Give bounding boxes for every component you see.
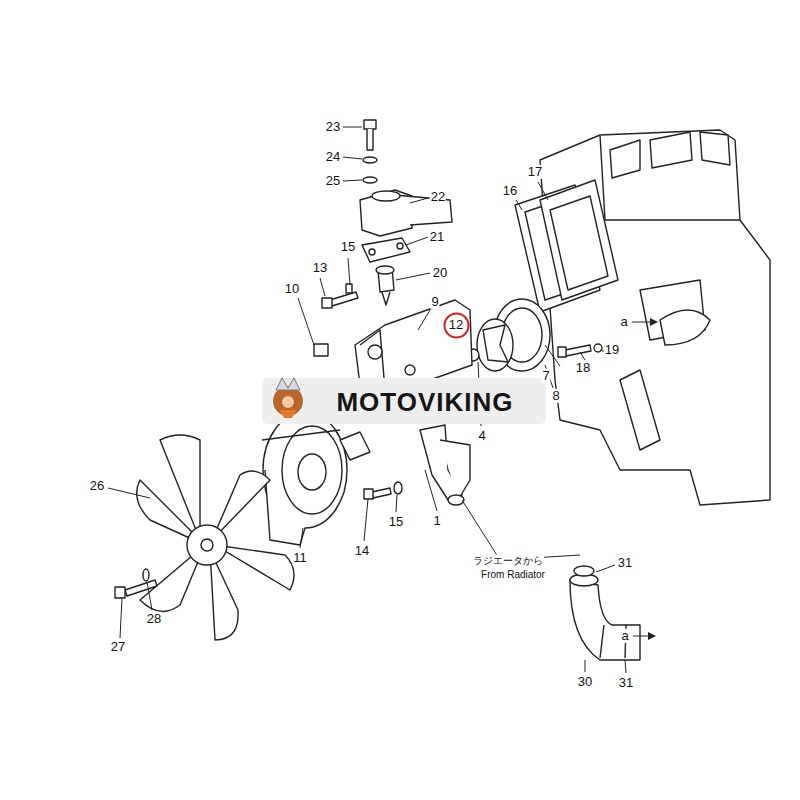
highlight-circle: 12	[443, 312, 470, 339]
flow-note: ラジエータから	[472, 555, 544, 566]
callout-number: 12	[449, 318, 463, 332]
callout-number: 15	[388, 515, 404, 529]
callout-number: 20	[432, 266, 448, 280]
callout-number: 27	[110, 640, 126, 654]
callout-number: 30	[577, 675, 593, 689]
reference-letter: a	[619, 315, 628, 329]
callout-number: 1	[432, 514, 441, 528]
callout-number: 24	[325, 150, 341, 164]
callout-number: 10	[284, 282, 300, 296]
reference-letter: a	[620, 629, 629, 643]
watermark: MOTOVIKING	[335, 388, 514, 417]
callout-number: 13	[312, 261, 328, 275]
callout-number: 28	[146, 612, 162, 626]
callout-number: 8	[551, 389, 560, 403]
callout-number: 15	[340, 240, 356, 254]
callout-number: 31	[618, 676, 634, 690]
callout-number: 25	[325, 174, 341, 188]
callout-number: 21	[429, 230, 445, 244]
callout-number: 16	[502, 184, 518, 198]
flow-note: From Radiator	[480, 569, 546, 580]
callout-number: 31	[617, 556, 633, 570]
callout-number: 11	[292, 551, 308, 565]
callout-number: 4	[477, 429, 486, 443]
callout-number: 22	[430, 190, 446, 204]
callout-number: 7	[541, 369, 550, 383]
callout-number: 23	[325, 120, 341, 134]
callout-number: 18	[575, 361, 591, 375]
callout-number: 26	[89, 479, 105, 493]
callout-number: 9	[430, 295, 439, 309]
callout-number: 14	[354, 544, 370, 558]
callout-number: 17	[527, 165, 543, 179]
callout-number: 19	[604, 343, 620, 357]
